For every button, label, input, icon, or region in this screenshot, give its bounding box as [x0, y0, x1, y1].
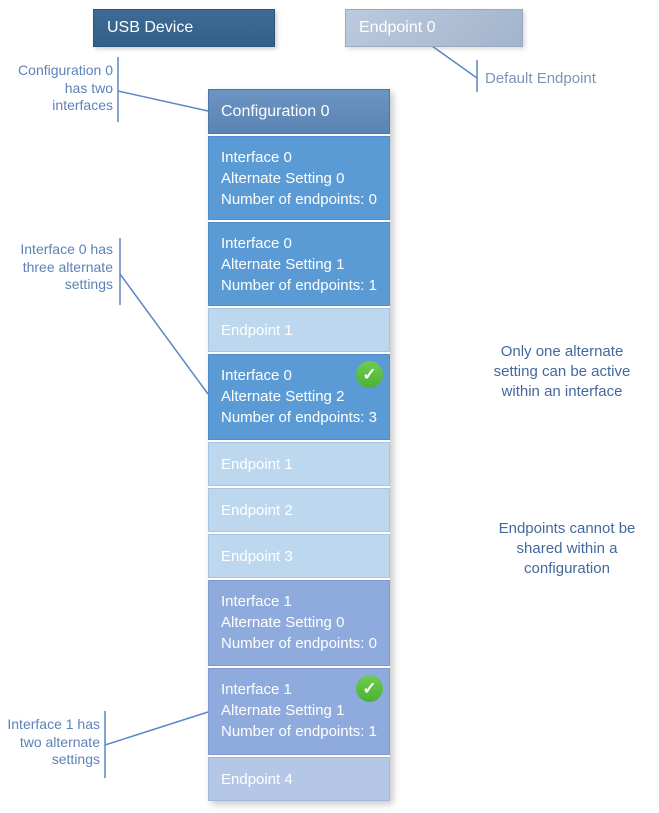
- connector-default-endpoint-lead: [431, 45, 478, 79]
- interface-line: Number of endpoints: 1: [221, 723, 377, 740]
- endpoint-3-box: Endpoint 3: [208, 534, 390, 578]
- interface-line: Interface 0: [221, 235, 292, 252]
- interface-0-alt-1-box: Interface 0 Alternate Setting 1 Number o…: [208, 222, 390, 306]
- endpoint-1-box: Endpoint 1: [208, 308, 390, 352]
- interface-line: Alternate Setting 0: [221, 614, 345, 631]
- endpoint-label: Endpoint 1: [221, 321, 293, 339]
- interface-line: Number of endpoints: 3: [221, 409, 377, 426]
- interface-line: Interface 0: [221, 149, 292, 166]
- annotation-line: Interface 1 has: [7, 716, 100, 732]
- annotation-configuration-0: Configuration 0 has two interfaces: [10, 62, 113, 115]
- endpoint-2-box: Endpoint 2: [208, 488, 390, 532]
- endpoint-label: Endpoint 2: [221, 501, 293, 519]
- annotation-alternate-setting: Only one alternate setting can be active…: [477, 342, 647, 402]
- interface-line: Number of endpoints: 0: [221, 191, 377, 208]
- endpoint-label: Endpoint 1: [221, 455, 293, 473]
- usb-device-label: USB Device: [107, 19, 194, 36]
- endpoint-0-label: Endpoint 0: [359, 19, 436, 36]
- endpoint-1-box: Endpoint 1: [208, 442, 390, 486]
- interface-line: Number of endpoints: 0: [221, 635, 377, 652]
- endpoint-label: Endpoint 3: [221, 547, 293, 565]
- interface-1-alt-1-box: Interface 1 Alternate Setting 1 Number o…: [208, 668, 390, 755]
- configuration-0-label: Configuration 0: [221, 102, 330, 120]
- annotation-line: shared within a: [516, 540, 618, 557]
- configuration-0-box: Configuration 0: [208, 89, 390, 134]
- interface-0-alt-0-box: Interface 0 Alternate Setting 0 Number o…: [208, 136, 390, 220]
- connector-iface0-lead: [119, 273, 209, 395]
- interface-line: Interface 0: [221, 367, 292, 384]
- interface-line: Alternate Setting 2: [221, 388, 345, 405]
- interface-line: Number of endpoints: 1: [221, 277, 377, 294]
- annotation-interface-0: Interface 0 has three alternate settings: [10, 241, 113, 294]
- annotation-line: Interface 0 has: [20, 241, 113, 257]
- annotation-line: two alternate: [19, 733, 100, 750]
- annotation-endpoints-shared: Endpoints cannot be shared within a conf…: [482, 519, 652, 579]
- annotation-line: within an interface: [501, 383, 623, 400]
- annotation-line: Only one alternate: [500, 343, 624, 360]
- active-checkmark-icon: ✓: [356, 675, 383, 702]
- endpoint-0-box: Endpoint 0: [345, 9, 523, 47]
- connector-config0-lead: [117, 90, 209, 112]
- active-checkmark-icon: ✓: [356, 361, 383, 388]
- annotation-line: three alternate: [22, 258, 113, 275]
- annotation-line: configuration: [524, 560, 610, 577]
- endpoint-label: Endpoint 4: [221, 770, 293, 788]
- interface-0-alt-2-box: Interface 0 Alternate Setting 2 Number o…: [208, 354, 390, 440]
- endpoint-4-box: Endpoint 4: [208, 757, 390, 801]
- default-endpoint-annotation: Default Endpoint: [485, 70, 596, 87]
- annotation-line: setting can be active: [493, 363, 631, 380]
- annotation-line: settings: [64, 276, 113, 292]
- interface-1-alt-0-box: Interface 1 Alternate Setting 0 Number o…: [208, 580, 390, 666]
- annotation-line: has two: [64, 79, 113, 96]
- interface-line: Alternate Setting 1: [221, 702, 345, 719]
- interface-line: Interface 1: [221, 593, 292, 610]
- annotation-line: settings: [51, 751, 100, 767]
- annotation-interface-1: Interface 1 has two alternate settings: [0, 716, 100, 769]
- interface-line: Interface 1: [221, 681, 292, 698]
- interface-line: Alternate Setting 1: [221, 256, 345, 273]
- interface-line: Alternate Setting 0: [221, 170, 345, 187]
- annotation-line: interfaces: [52, 97, 113, 113]
- annotation-line: Endpoints cannot be: [498, 520, 636, 537]
- connector-iface1-lead: [104, 711, 209, 746]
- annotation-line: Configuration 0: [18, 62, 113, 78]
- usb-device-box: USB Device: [93, 9, 275, 47]
